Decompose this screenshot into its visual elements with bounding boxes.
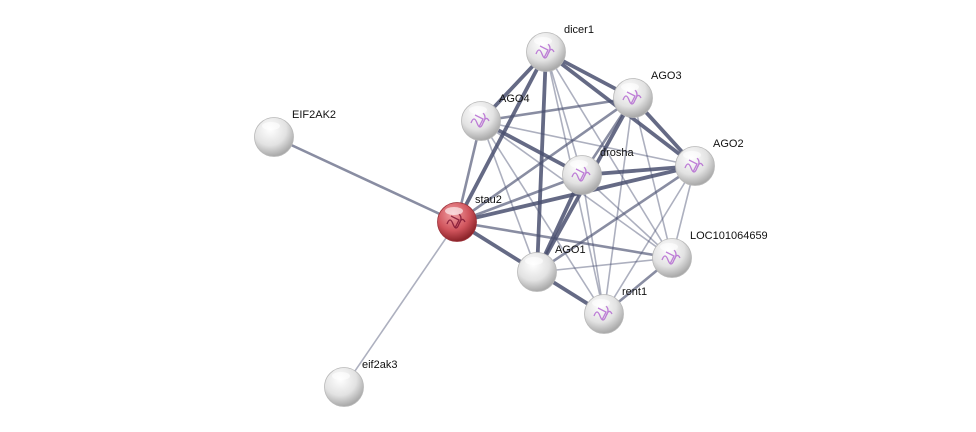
edge-stau2-LOC101064659[interactable] bbox=[456, 220, 673, 260]
edge-AGO4-AGO2[interactable] bbox=[480, 120, 696, 167]
node-highlight bbox=[660, 243, 678, 251]
node-highlight bbox=[683, 151, 701, 159]
node-label: drosha bbox=[600, 147, 635, 159]
edge-AGO4-AGO1[interactable] bbox=[480, 120, 538, 273]
edge-stau2-EIF2AK2[interactable] bbox=[273, 135, 458, 224]
node-label: LOC101064659 bbox=[690, 230, 768, 242]
node-ago3[interactable]: AGO3 bbox=[613, 70, 682, 118]
node-label: AGO1 bbox=[555, 244, 586, 256]
protein-structure-icon bbox=[470, 112, 490, 128]
edge-dicer1-drosha[interactable] bbox=[545, 51, 583, 176]
edge-dicer1-AGO1[interactable] bbox=[535, 51, 548, 273]
node-label: AGO4 bbox=[499, 93, 530, 105]
node-loc101064659[interactable]: LOC101064659 bbox=[652, 230, 768, 278]
node-highlight bbox=[592, 299, 610, 307]
node-ago2[interactable]: AGO2 bbox=[675, 138, 744, 186]
protein-structure-icon bbox=[622, 89, 642, 105]
node-label: EIF2AK2 bbox=[292, 109, 336, 121]
node-ago4[interactable]: AGO4 bbox=[461, 93, 530, 141]
edge-AGO2-AGO1[interactable] bbox=[536, 164, 696, 274]
protein-structure-icon bbox=[684, 157, 704, 173]
edge-stau2-AGO2[interactable] bbox=[456, 164, 696, 224]
node-label: eif2ak3 bbox=[362, 359, 397, 371]
node-highlight bbox=[534, 37, 552, 45]
edge-AGO3-rent1[interactable] bbox=[603, 97, 634, 315]
edge-drosha-rent1[interactable] bbox=[581, 174, 605, 315]
edge-stau2-dicer1[interactable] bbox=[455, 51, 548, 223]
edge-AGO3-LOC101064659[interactable] bbox=[632, 97, 673, 259]
node-highlight bbox=[445, 207, 463, 215]
node-highlight bbox=[570, 160, 588, 168]
node-highlight bbox=[525, 257, 543, 265]
node-highlight bbox=[621, 83, 639, 91]
node-label: stau2 bbox=[475, 194, 502, 206]
edge-AGO1-LOC101064659[interactable] bbox=[536, 257, 673, 273]
node-highlight bbox=[469, 106, 487, 114]
node-drosha[interactable]: drosha bbox=[562, 147, 635, 195]
edge-AGO2-rent1[interactable] bbox=[603, 165, 696, 315]
node-eif2ak2[interactable]: EIF2AK2 bbox=[254, 109, 337, 157]
edge-AGO3-AGO4[interactable] bbox=[480, 96, 634, 123]
node-ago1[interactable]: AGO1 bbox=[517, 244, 586, 292]
node-highlight bbox=[332, 372, 350, 380]
node-label: AGO3 bbox=[651, 70, 682, 82]
edge-drosha-LOC101064659[interactable] bbox=[581, 174, 673, 259]
protein-structure-icon bbox=[571, 166, 591, 182]
node-eif2ak3[interactable]: eif2ak3 bbox=[324, 359, 398, 407]
node-highlight bbox=[262, 122, 280, 130]
edge-dicer1-LOC101064659[interactable] bbox=[545, 51, 673, 259]
edge-stau2-eif2ak3[interactable] bbox=[343, 221, 458, 388]
protein-structure-icon bbox=[446, 213, 466, 229]
protein-structure-icon bbox=[593, 305, 613, 321]
node-label: AGO2 bbox=[713, 138, 744, 150]
protein-structure-icon bbox=[661, 249, 681, 265]
node-stau2[interactable]: stau2 bbox=[437, 194, 502, 242]
edge-stau2-drosha[interactable] bbox=[456, 173, 583, 224]
node-label: dicer1 bbox=[564, 24, 594, 36]
edge-stau2-AGO3[interactable] bbox=[456, 96, 634, 224]
node-rent1[interactable]: rent1 bbox=[584, 286, 648, 334]
node-label: rent1 bbox=[622, 286, 647, 298]
protein-structure-icon bbox=[535, 43, 555, 59]
node-dicer1[interactable]: dicer1 bbox=[526, 24, 594, 72]
edge-AGO4-rent1[interactable] bbox=[480, 120, 605, 315]
